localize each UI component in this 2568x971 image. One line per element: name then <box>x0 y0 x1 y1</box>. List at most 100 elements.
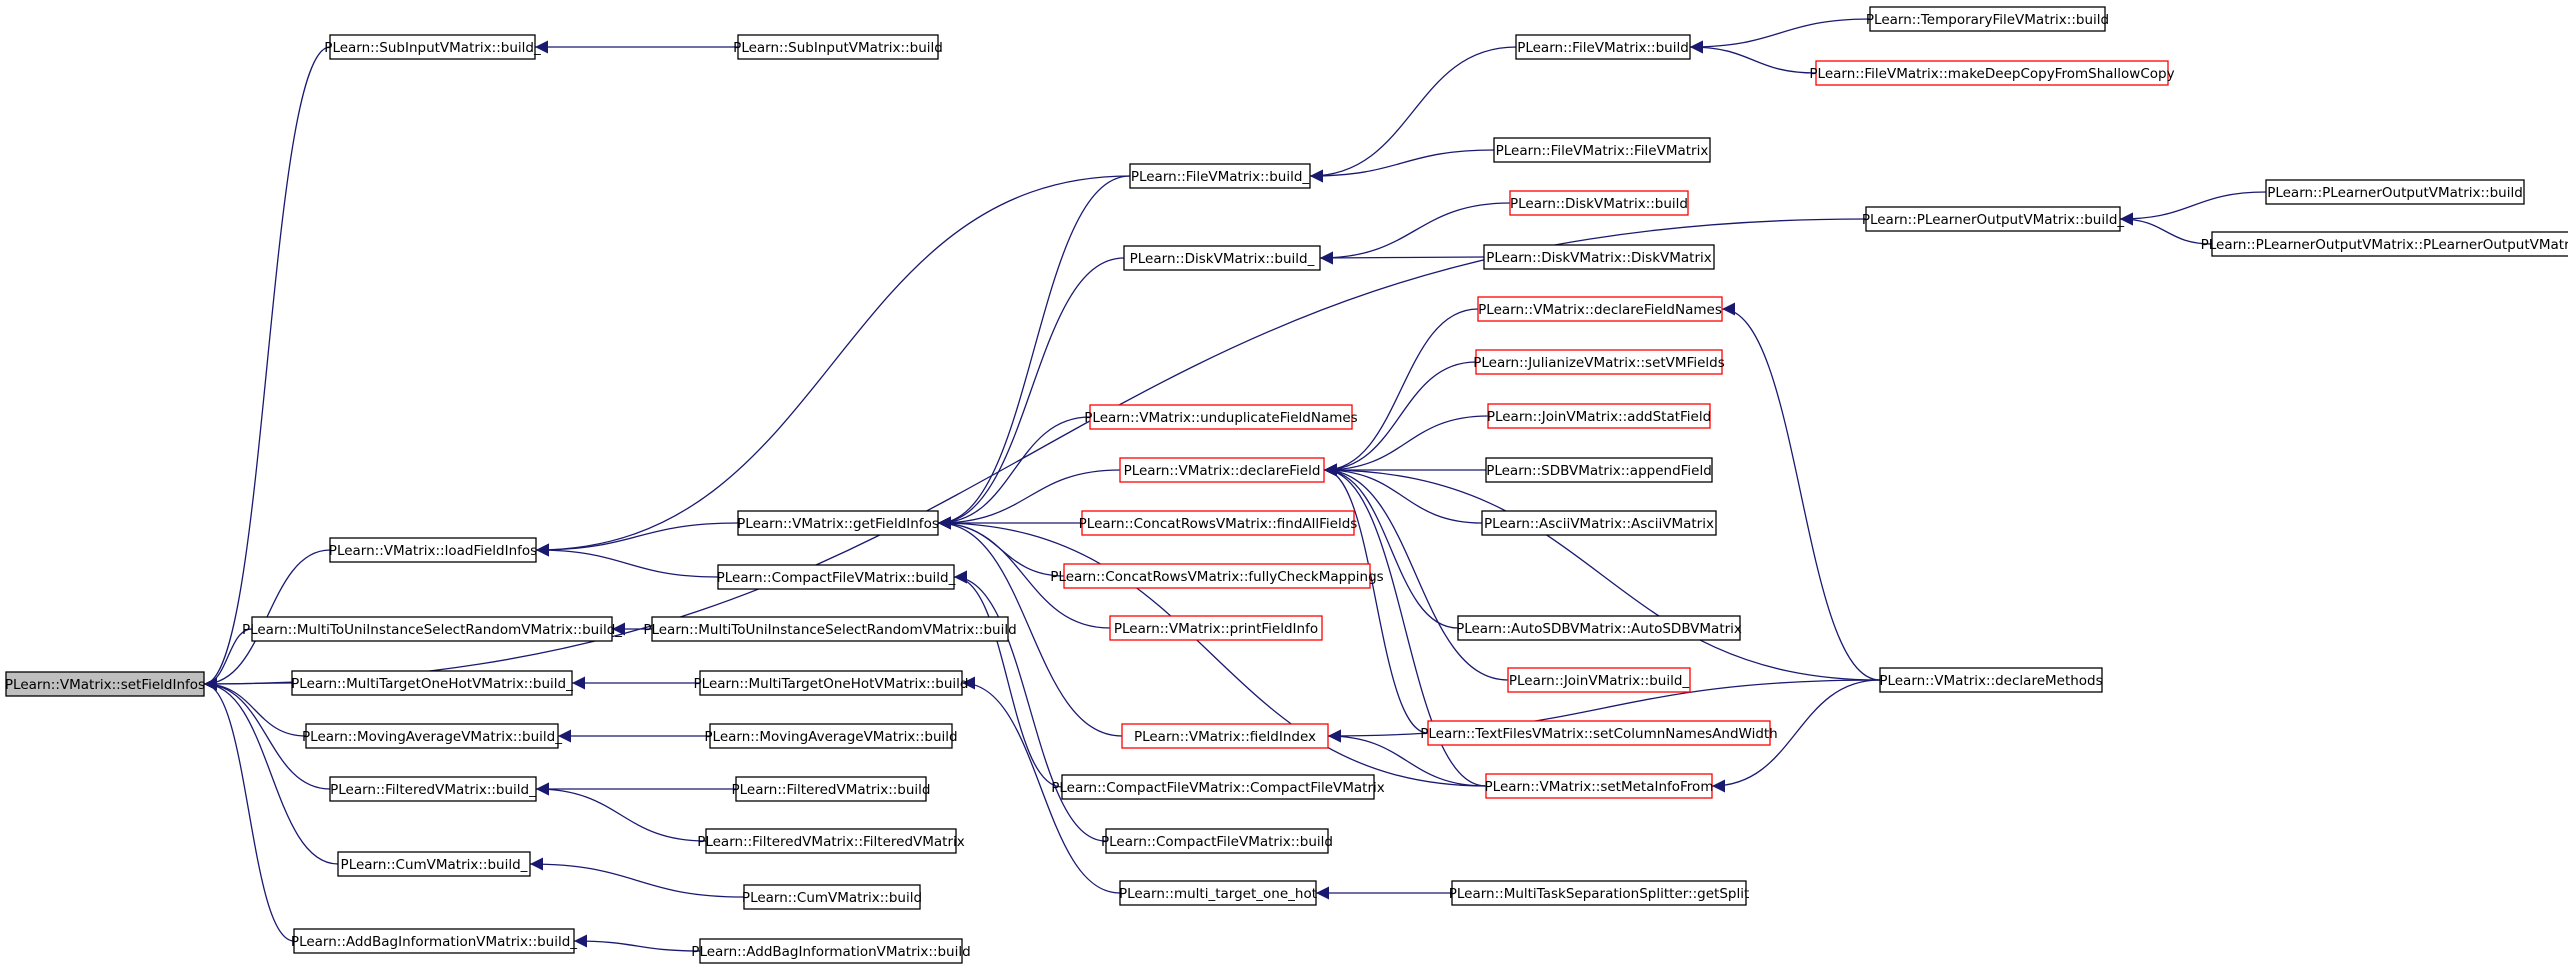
graph-node[interactable]: PLearn::DiskVMatrix::DiskVMatrix <box>1483 244 1715 270</box>
node-label: PLearn::DiskVMatrix::build <box>1510 196 1688 212</box>
graph-node[interactable]: PLearn::TextFilesVMatrix::setColumnNames… <box>1420 720 1778 746</box>
graph-node[interactable]: PLearn::JoinVMatrix::build_ <box>1507 667 1691 693</box>
graph-node[interactable]: PLearn::MovingAverageVMatrix::build <box>704 723 958 749</box>
graph-node[interactable]: PLearn::DiskVMatrix::build <box>1509 190 1689 216</box>
edge-n38-to-n17 <box>1323 463 1487 787</box>
node-label: PLearn::MovingAverageVMatrix::build_ <box>302 729 562 745</box>
graph-node[interactable]: PLearn::AddBagInformationVMatrix::build_ <box>291 928 577 954</box>
node-box <box>1061 774 1375 800</box>
node-label: PLearn::DiskVMatrix::build_ <box>1130 251 1315 267</box>
node-label: PLearn::VMatrix::setMetaInfoFrom <box>1485 779 1714 795</box>
graph-node[interactable]: PLearn::SDBVMatrix::appendField <box>1485 457 1713 483</box>
node-label: PLearn::FilteredVMatrix::build <box>731 782 930 798</box>
root-node: PLearn::VMatrix::setFieldInfos <box>5 671 205 697</box>
graph-node[interactable]: PLearn::MultiTaskSeparationSplitter::get… <box>1449 880 1750 906</box>
graph-node[interactable]: PLearn::FilteredVMatrix::build_ <box>329 776 537 802</box>
graph-node[interactable]: PLearn::DiskVMatrix::build_ <box>1123 245 1321 271</box>
node-box <box>709 723 953 749</box>
graph-node[interactable]: PLearn::VMatrix::loadFieldInfos <box>329 537 537 563</box>
graph-node[interactable]: PLearn::PLearnerOutputVMatrix::PLearnerO… <box>2201 231 2568 257</box>
graph-node[interactable]: PLearn::CompactFileVMatrix::CompactFileV… <box>1051 774 1385 800</box>
graph-node[interactable]: PLearn::ConcatRowsVMatrix::findAllFields <box>1079 510 1358 536</box>
node-label: PLearn::MultiTaskSeparationSplitter::get… <box>1449 886 1750 902</box>
graph-node[interactable]: PLearn::VMatrix::declareMethods <box>1879 667 2103 693</box>
node-label: PLearn::VMatrix::declareFieldNames <box>1478 302 1722 318</box>
edge-n44-to-n0 <box>203 677 339 865</box>
graph-node[interactable]: PLearn::FileVMatrix::build <box>1515 34 1691 60</box>
graph-node[interactable]: PLearn::MultiToUniInstanceSelectRandomVM… <box>643 616 1017 642</box>
node-label: PLearn::AutoSDBVMatrix::AutoSDBVMatrix <box>1456 621 1742 637</box>
graph-node[interactable]: PLearn::SubInputVMatrix::build_ <box>324 34 541 60</box>
node-box <box>1477 296 1723 322</box>
node-box <box>1457 615 1741 641</box>
graph-node[interactable]: PLearn::FileVMatrix::FileVMatrix <box>1493 137 1711 163</box>
edge-n13-to-n12 <box>2119 191 2267 226</box>
graph-node[interactable]: PLearn::AsciiVMatrix::AsciiVMatrix <box>1481 510 1717 536</box>
graph-node[interactable]: PLearn::VMatrix::fieldIndex <box>1121 723 1329 749</box>
graph-node[interactable]: PLearn::AddBagInformationVMatrix::build <box>691 938 971 964</box>
graph-node[interactable]: PLearn::CompactFileVMatrix::build_ <box>717 564 956 590</box>
node-box <box>1485 773 1713 799</box>
graph-node[interactable]: PLearn::MultiTargetOneHotVMatrix::build <box>694 670 969 696</box>
node-box <box>1119 457 1325 483</box>
edge-n48-to-n0 <box>203 677 295 942</box>
graph-node[interactable]: PLearn::CumVMatrix::build_ <box>337 851 531 877</box>
graph-node[interactable]: PLearn::VMatrix::printFieldInfo <box>1109 615 1323 641</box>
graph-node[interactable]: PLearn::PLearnerOutputVMatrix::build <box>2265 179 2525 205</box>
graph-node[interactable]: PLearn::FilteredVMatrix::FilteredVMatrix <box>697 828 965 854</box>
graph-node[interactable]: PLearn::MovingAverageVMatrix::build_ <box>302 723 562 749</box>
node-box <box>737 34 939 60</box>
node-box <box>1485 457 1713 483</box>
graph-node[interactable]: PLearn::VMatrix::getFieldInfos <box>737 510 939 536</box>
graph-node[interactable]: PLearn::FileVMatrix::makeDeepCopyFromSha… <box>1809 60 2175 86</box>
node-label: PLearn::PLearnerOutputVMatrix::build_ <box>1862 212 2125 228</box>
edge-n26-to-n15 <box>937 516 1111 629</box>
edge-n16-to-n15 <box>937 416 1091 530</box>
node-label: PLearn::ConcatRowsVMatrix::fullyCheckMap… <box>1050 569 1383 585</box>
edge-n32-to-n0 <box>203 677 293 691</box>
graph-node[interactable]: PLearn::AutoSDBVMatrix::AutoSDBVMatrix <box>1456 615 1742 641</box>
node-label: PLearn::VMatrix::loadFieldInfos <box>329 543 537 559</box>
node-box <box>1119 880 1317 906</box>
graph-node[interactable]: PLearn::ConcatRowsVMatrix::fullyCheckMap… <box>1050 563 1384 589</box>
node-box <box>1515 34 1691 60</box>
nodes-layer: PLearn::VMatrix::setFieldInfos PLearn::Su… <box>5 6 2568 964</box>
edge-n31-to-n17 <box>1323 463 1881 681</box>
node-label: PLearn::JulianizeVMatrix::setVMFields <box>1473 355 1725 371</box>
edge-n38-to-n35 <box>1327 729 1487 787</box>
graph-node[interactable]: PLearn::CompactFileVMatrix::build <box>1101 828 1333 854</box>
graph-node[interactable]: PLearn::VMatrix::setMetaInfoFrom <box>1485 773 1714 799</box>
node-box <box>1105 828 1329 854</box>
node-box <box>1487 403 1711 429</box>
graph-node[interactable]: PLearn::TemporaryFileVMatrix::build <box>1866 6 2109 32</box>
node-label: PLearn::MultiTargetOneHotVMatrix::build_ <box>291 676 573 692</box>
edge-n46-to-n33 <box>961 676 1121 894</box>
graph-node[interactable]: PLearn::multi_target_one_hot <box>1119 880 1317 906</box>
graph-node[interactable]: PLearn::MultiToUniInstanceSelectRandomVM… <box>242 616 622 642</box>
node-box <box>293 928 575 954</box>
graph-node[interactable]: PLearn::VMatrix::declareFieldNames <box>1477 296 1723 322</box>
node-box <box>717 564 955 590</box>
node-box <box>329 34 536 60</box>
graph-node[interactable]: PLearn::PLearnerOutputVMatrix::build_ <box>1862 206 2125 232</box>
node-label: PLearn::FilteredVMatrix::build_ <box>330 782 536 798</box>
node-label: PLearn::CompactFileVMatrix::build_ <box>717 570 956 586</box>
graph-node[interactable]: PLearn::JulianizeVMatrix::setVMFields <box>1473 349 1725 375</box>
edge-n43-to-n25 <box>953 570 1107 842</box>
node-label: PLearn::AddBagInformationVMatrix::build <box>691 944 970 960</box>
edge-n1-to-n0 <box>203 46 331 691</box>
node-label: PLearn::PLearnerOutputVMatrix::PLearnerO… <box>2201 237 2568 253</box>
graph-node[interactable]: PLearn::VMatrix::unduplicateFieldNames <box>1084 404 1358 430</box>
graph-node[interactable]: PLearn::MultiTargetOneHotVMatrix::build_ <box>291 670 573 696</box>
node-label: PLearn::JoinVMatrix::addStatField <box>1487 409 1711 425</box>
graph-node[interactable]: PLearn::FileVMatrix::build_ <box>1129 163 1311 189</box>
graph-node[interactable]: PLearn::CumVMatrix::build <box>742 884 922 910</box>
graph-node[interactable]: PLearn::VMatrix::declareField <box>1119 457 1325 483</box>
node-label: PLearn::VMatrix::setFieldInfos <box>5 677 205 693</box>
graph-node[interactable]: PLearn::JoinVMatrix::addStatField <box>1487 403 1711 429</box>
edge-n34-to-n17 <box>1323 463 1429 734</box>
graph-node[interactable]: PLearn::FilteredVMatrix::build <box>731 776 931 802</box>
graph-node[interactable]: PLearn::SubInputVMatrix::build <box>733 34 943 60</box>
node-label: PLearn::VMatrix::printFieldInfo <box>1114 621 1318 637</box>
